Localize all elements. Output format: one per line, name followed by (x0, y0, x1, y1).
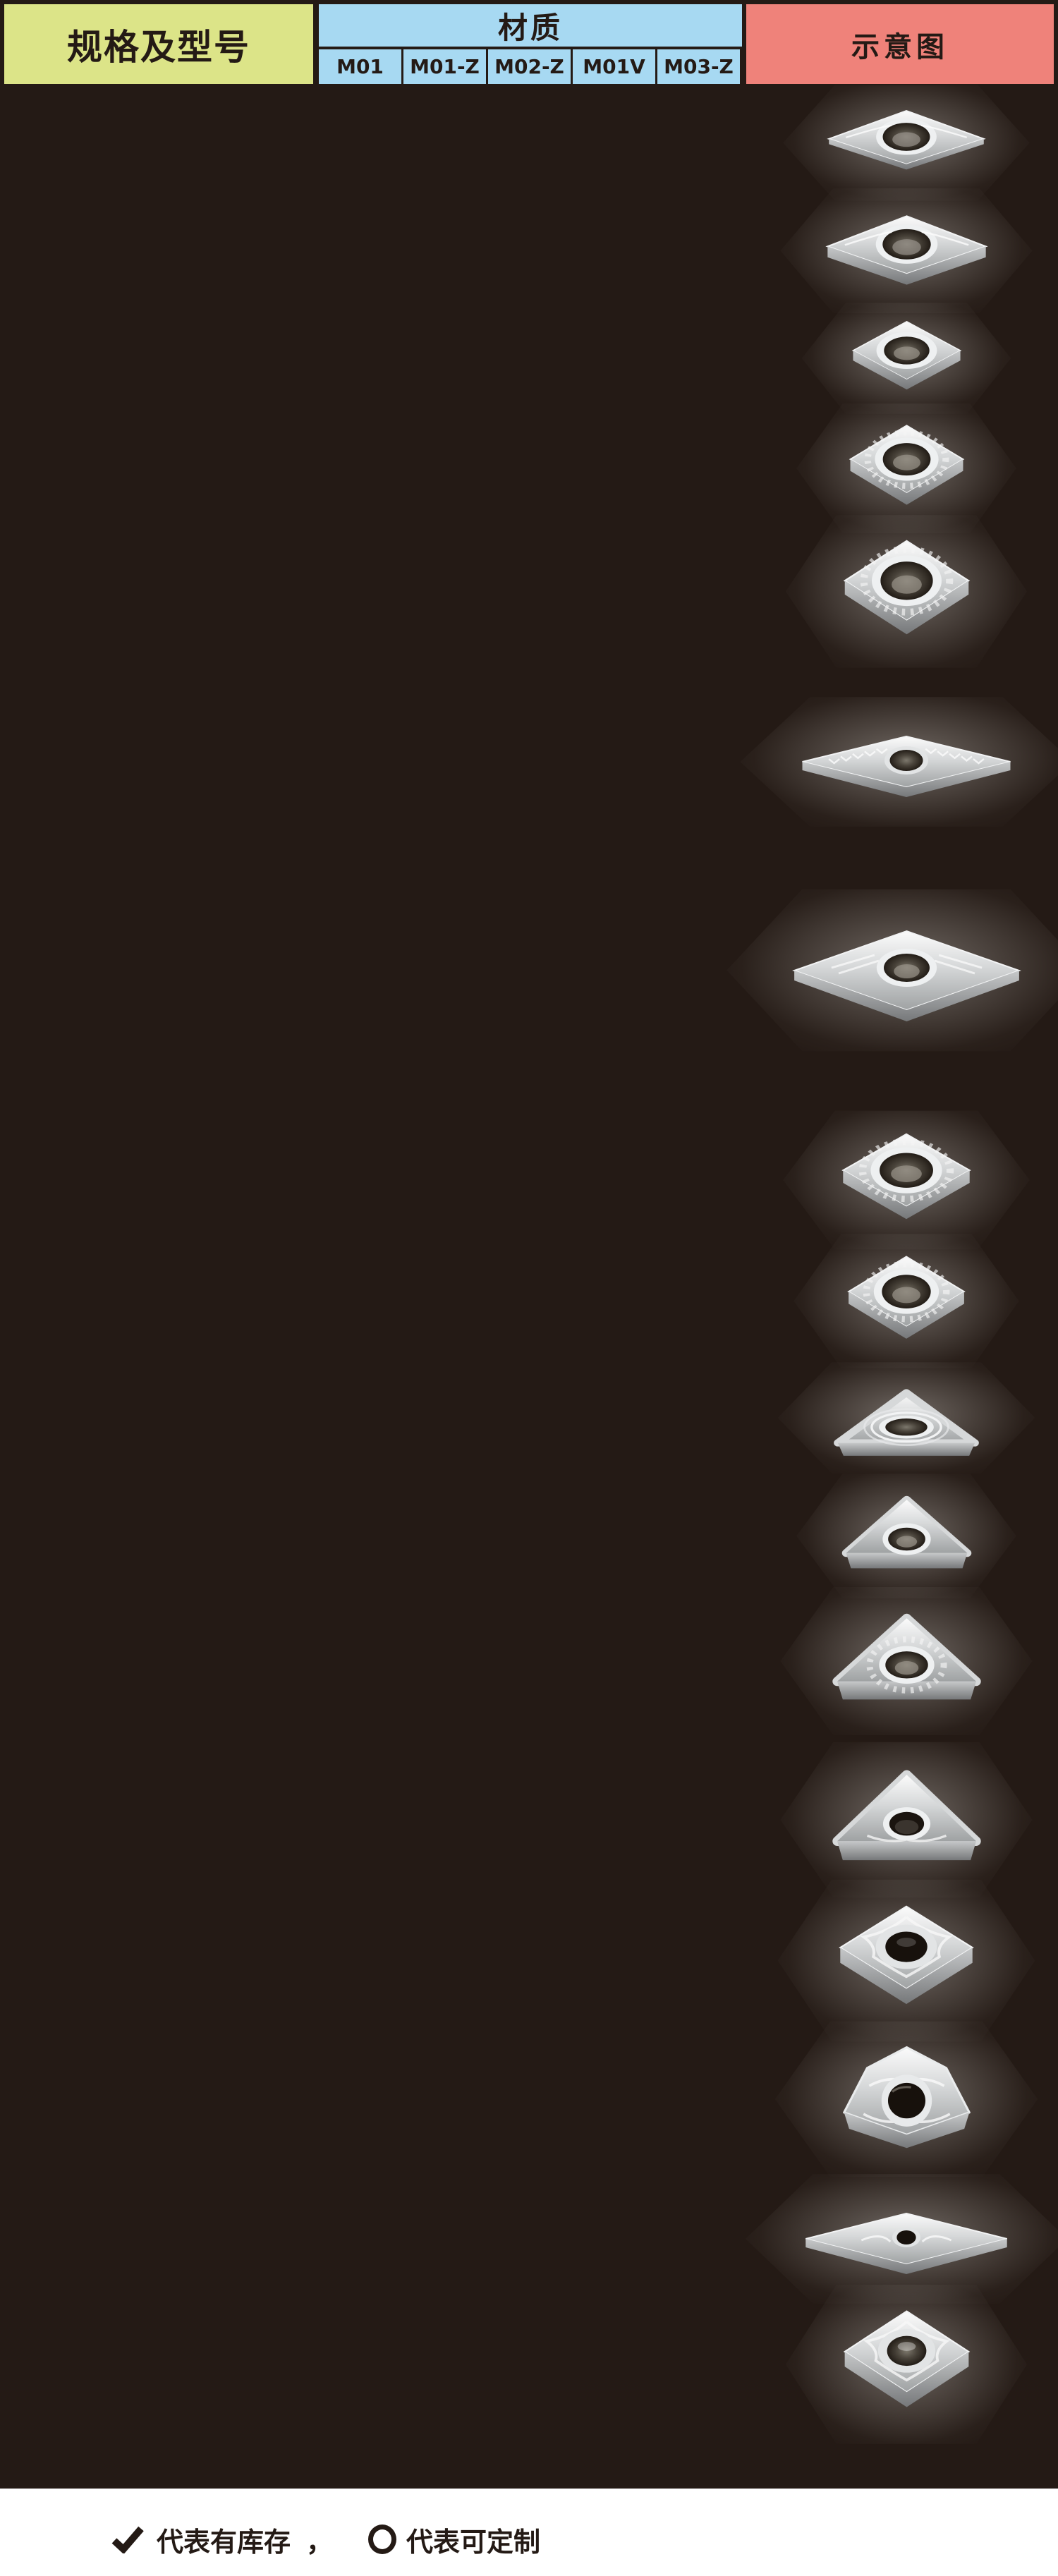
header-grade-m01: M01 (319, 49, 401, 84)
table-header: 规格及型号 材质 M01 M01-Z M02-Z M01V M03-Z 示意图 (0, 0, 1058, 92)
check-icon (111, 2526, 144, 2553)
header-spec-cell: 规格及型号 (4, 4, 313, 84)
insert-photo-12-triangle-insert-serrated (780, 1587, 1033, 1735)
insert-photo-1-flat-diamond-insert (783, 85, 1030, 201)
grade-label: M01 (336, 55, 384, 78)
insert-photo-3-rhombic-insert-polished (801, 303, 1011, 414)
insert-photo-10-triangle-insert-low (777, 1362, 1035, 1474)
header-grade-m01z: M01-Z (403, 49, 486, 84)
insert-photo-4-rhombic-insert-serrated (796, 403, 1016, 533)
insert-photo-15-trigon-insert (774, 2021, 1038, 2177)
header-grade-m02z: M02-Z (488, 49, 571, 84)
insert-photo-5-rhombic-insert-serrated-large (786, 515, 1027, 668)
header-schematic-cell: 示意图 (746, 4, 1054, 84)
material-label: 材质 (497, 10, 563, 45)
legend-separator: ， (306, 2526, 334, 2558)
insert-photo-8-rhombic-insert-serrated (783, 1110, 1030, 1250)
grade-label: M03-Z (664, 55, 734, 78)
insert-photo-14-diamond-insert-sculpted (777, 1879, 1035, 2042)
circle-icon (368, 2525, 397, 2554)
insert-photo-6-wide-diamond-insert-chevron (740, 697, 1058, 827)
grade-label: M01-Z (410, 55, 480, 78)
spec-label: 规格及型号 (67, 26, 250, 68)
insert-photo-7-wide-diamond-insert-large (726, 889, 1058, 1052)
insert-photo-11-triangle-insert (796, 1473, 1016, 1599)
schematic-label: 示意图 (851, 30, 949, 63)
table-body (0, 85, 1058, 2489)
insert-photo-17-square-insert-sculpted (786, 2285, 1027, 2444)
header-grade-m01v: M01V (573, 49, 655, 84)
insert-photo-9-rhombic-insert-serrated (794, 1234, 1019, 1368)
header-material-cell: 材质 (319, 4, 742, 47)
circle-legend-label: 代表可定制 (406, 2526, 541, 2558)
insert-photo-16-flat-wide-diamond-insert (746, 2174, 1058, 2304)
header-grade-m03z: M03-Z (657, 49, 740, 84)
grade-label: M02-Z (494, 55, 564, 78)
stock-legend: 代表有库存 ， 代表可定制 (111, 2521, 540, 2558)
insert-photo-13-triangle-insert-polished (780, 1742, 1033, 1898)
insert-photo-2-flat-diamond-insert-beveled (780, 188, 1033, 314)
grade-label: M01V (583, 55, 645, 78)
check-legend-label: 代表有库存 (157, 2526, 291, 2558)
